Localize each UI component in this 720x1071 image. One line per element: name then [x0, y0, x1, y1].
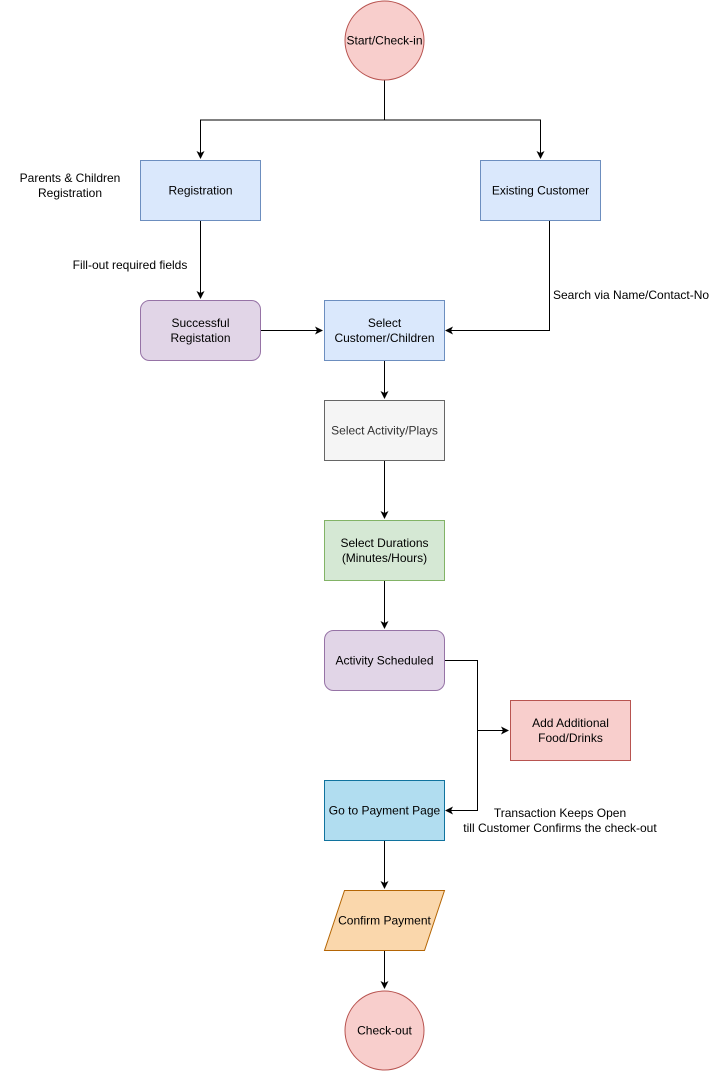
transaction-open-line1: Transaction Keeps Open	[494, 806, 626, 820]
select-durations-line2: (Minutes/Hours)	[342, 551, 427, 565]
search-via-label: Search via Name/Contact-No	[553, 288, 709, 302]
parents-registration-line2: Registration	[38, 186, 102, 200]
parents-registration-line1: Parents & Children	[20, 171, 121, 185]
add-food-line2: Food/Drinks	[538, 731, 603, 745]
payment-page-label: Go to Payment Page	[329, 804, 441, 818]
payment-page-node: Go to Payment Page	[324, 780, 445, 841]
activity-scheduled-node: Activity Scheduled	[324, 630, 445, 691]
edge-existing-select-customer	[445, 220, 550, 335]
add-food-node: Add Additional Food/Drinks	[510, 700, 631, 761]
select-customer-line2: Customer/Children	[334, 331, 434, 345]
edge-split-existing-customer	[384, 119, 545, 159]
confirm-payment-label: Confirm Payment	[338, 914, 431, 928]
registration-node: Registration	[140, 160, 261, 221]
edge-split-registration	[196, 119, 385, 159]
registration-node-label: Registration	[168, 184, 232, 198]
select-activity-node: Select Activity/Plays	[324, 400, 445, 461]
successful-registration-node: Successful Registation	[140, 300, 261, 361]
select-activity-label: Select Activity/Plays	[331, 424, 438, 438]
existing-customer-node-label: Existing Customer	[492, 184, 589, 198]
edge-scheduled-payment	[444, 660, 478, 815]
select-durations-node: Select Durations (Minutes/Hours)	[324, 520, 445, 581]
checkout-label: Check-out	[357, 1024, 412, 1038]
start-node-label: Start/Check-in	[346, 34, 422, 48]
existing-customer-node: Existing Customer	[480, 160, 601, 221]
confirm-payment-node: Confirm Payment	[323, 890, 446, 951]
start-node: Start/Check-in	[344, 0, 425, 81]
select-customer-node: Select Customer/Children	[324, 300, 445, 361]
fill-out-label: Fill-out required fields	[73, 258, 188, 272]
successful-registration-line1: Successful	[171, 316, 229, 330]
annotations: Parents & Children Registration Fill-out…	[20, 171, 710, 835]
transaction-open-line2: till Customer Confirms the check-out	[463, 821, 657, 835]
checkout-node: Check-out	[344, 990, 425, 1071]
select-customer-line1: Select	[368, 316, 402, 330]
edges	[196, 80, 550, 989]
select-durations-line1: Select Durations	[340, 536, 428, 550]
activity-scheduled-label: Activity Scheduled	[335, 654, 433, 668]
add-food-line1: Add Additional	[532, 716, 609, 730]
successful-registration-line2: Registation	[170, 331, 230, 345]
